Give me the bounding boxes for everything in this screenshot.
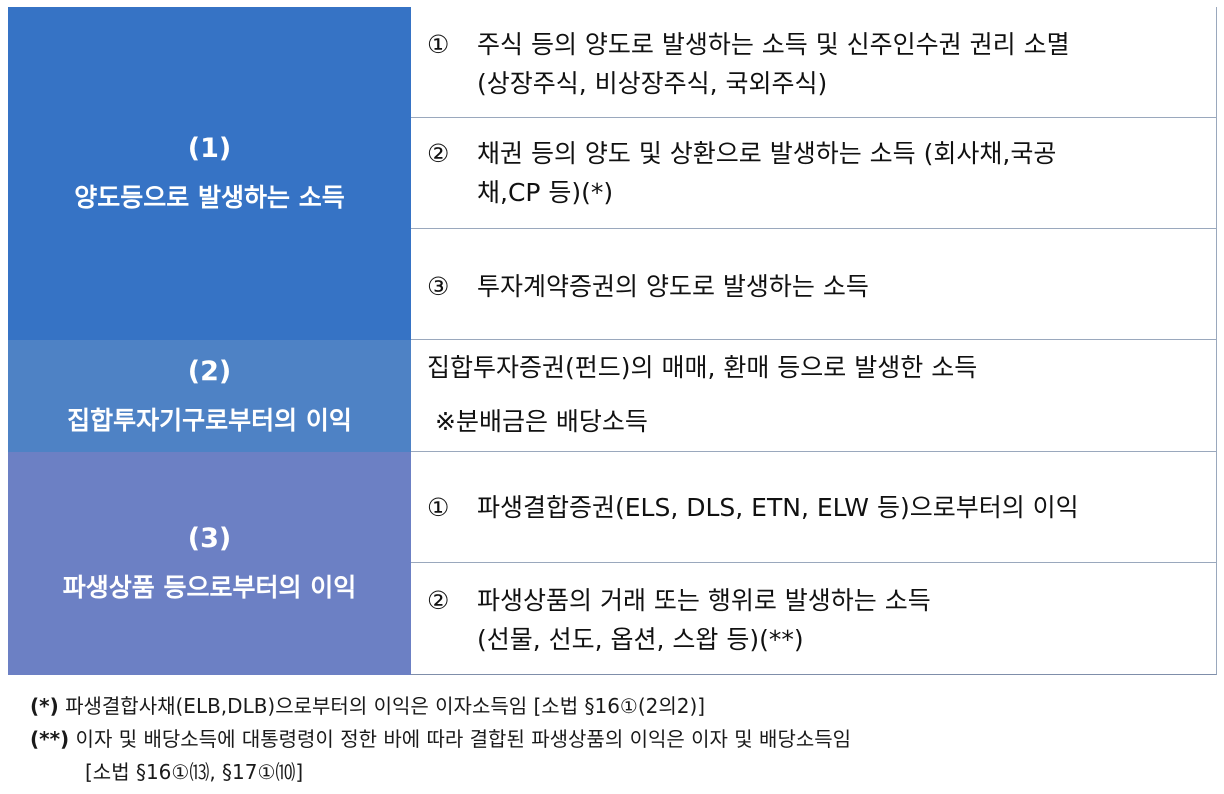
group-title: 파생상품 등으로부터의 이익 (62, 573, 357, 603)
group-number: (3) (187, 523, 232, 555)
item-marker: ③ (427, 272, 450, 301)
item-cell-3-2: ② 파생상품의 거래 또는 행위로 발생하는 소득 (선물, 선도, 옵션, 스왑 … (411, 563, 1217, 675)
item-marker: ① (427, 493, 450, 522)
footnote-2-continuation: [소법 §16①⒀, §17①⑽] (85, 760, 304, 784)
item-text: 채권 등의 양도 및 상환으로 발생하는 소득 (회사채,국공 (477, 139, 1057, 168)
footnote-marker: (**) (30, 727, 70, 751)
item-text: 파생결합증권(ELS, DLS, ETN, ELW 등)으로부터의 이익 (477, 493, 1079, 522)
list-item: ① 파생결합증권(ELS, DLS, ETN, ELW 등)으로부터의 이익 (427, 488, 1079, 527)
footnote-2: (**) 이자 및 배당소득에 대통령령이 정한 바에 따라 결합된 파생상품의… (30, 723, 851, 756)
group-title: 집합투자기구로부터의 이익 (67, 405, 352, 435)
item-text-cont: (선물, 선도, 옵션, 스왑 등)(**) (477, 625, 804, 654)
item-marker: ② (427, 586, 450, 615)
footnote-text: 파생결합사채(ELB,DLB)으로부터의 이익은 이자소득임 [소법 §16①(… (58, 694, 706, 718)
income-classification-table: (1) 양도등으로 발생하는 소득 (2) 집합투자기구로부터의 이익 (3) … (8, 7, 1217, 675)
group-cell-2: (2) 집합투자기구로부터의 이익 (8, 340, 411, 452)
item-text: 주식 등의 양도로 발생하는 소득 및 신주인수권 권리 소멸 (477, 30, 1070, 59)
item-note: ※분배금은 배당소득 (435, 407, 648, 436)
footnotes: (*) 파생결합사채(ELB,DLB)으로부터의 이익은 이자소득임 [소법 §… (30, 690, 851, 789)
item-text-cont: (상장주식, 비상장주식, 국외주식) (477, 69, 828, 98)
list-item: ③ 투자계약증권의 양도로 발생하는 소득 (427, 267, 869, 306)
item-cell-1-1: ① 주식 등의 양도로 발생하는 소득 및 신주인수권 권리 소멸 (상장주식, 비… (411, 7, 1217, 118)
footnote-marker: (*) (30, 694, 59, 718)
footnote-text: 이자 및 배당소득에 대통령령이 정한 바에 따라 결합된 파생상품의 이익은 … (69, 727, 852, 751)
group-number: (1) (187, 133, 232, 165)
item-text: 투자계약증권의 양도로 발생하는 소득 (477, 272, 869, 301)
item-marker: ① (427, 30, 450, 59)
item-marker: ② (427, 139, 450, 168)
item-text-cont: 채,CP 등)(*) (477, 178, 614, 207)
item-cell-1-3: ③ 투자계약증권의 양도로 발생하는 소득 (411, 229, 1217, 340)
group-title: 양도등으로 발생하는 소득 (74, 183, 345, 213)
list-item: ② 파생상품의 거래 또는 행위로 발생하는 소득 (선물, 선도, 옵션, 스왑 … (427, 581, 931, 659)
group-cell-1: (1) 양도등으로 발생하는 소득 (8, 7, 411, 340)
group-cell-3: (3) 파생상품 등으로부터의 이익 (8, 452, 411, 675)
item-cell-3-1: ① 파생결합증권(ELS, DLS, ETN, ELW 등)으로부터의 이익 (411, 452, 1217, 563)
item-text: 집합투자증권(펀드)의 매매, 환매 등으로 발생한 소득 (427, 353, 978, 382)
item-cell-2: 집합투자증권(펀드)의 매매, 환매 등으로 발생한 소득 ※분배금은 배당소득 (411, 340, 1217, 452)
group-number: (2) (187, 355, 232, 387)
footnote-1: (*) 파생결합사채(ELB,DLB)으로부터의 이익은 이자소득임 [소법 §… (30, 690, 851, 723)
list-item: ① 주식 등의 양도로 발생하는 소득 및 신주인수권 권리 소멸 (상장주식, 비… (427, 25, 1070, 103)
item-text: 파생상품의 거래 또는 행위로 발생하는 소득 (477, 586, 931, 615)
